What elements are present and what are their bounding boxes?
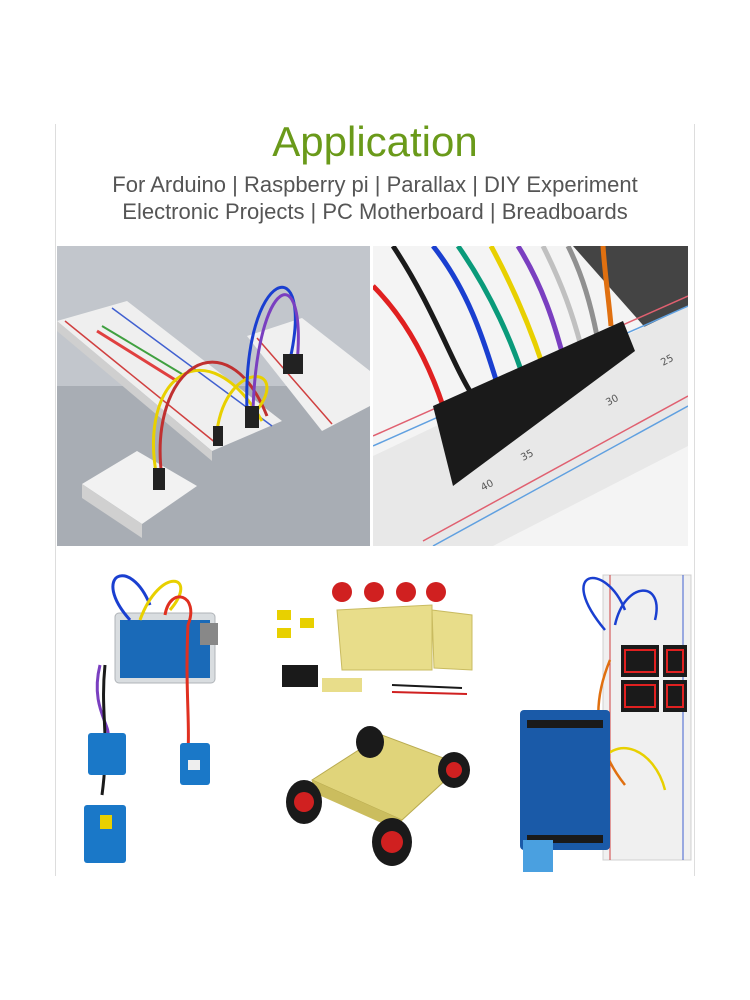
subtitle-line-1: For Arduino | Raspberry pi | Parallax | …	[112, 172, 638, 197]
connectors-illustration: 35 30 25 40	[373, 246, 688, 546]
photo-arduino-sensors	[70, 565, 255, 875]
subtitle-line-2: Electronic Projects | PC Motherboard | B…	[122, 199, 628, 224]
scale-label: 35	[519, 448, 535, 464]
robot-car-illustration	[262, 570, 482, 870]
photo-connectors: 35 30 25 40	[373, 246, 688, 546]
left-border	[55, 124, 56, 876]
photo-robot-car-kit	[262, 570, 482, 870]
scale-label: 40	[479, 478, 495, 494]
arduino-sensors-illustration	[70, 565, 255, 875]
seven-segment-illustration	[515, 570, 693, 875]
scale-label: 30	[604, 393, 620, 409]
section-title: Application	[272, 118, 478, 165]
photo-breadboards	[57, 246, 370, 546]
right-border	[694, 124, 695, 876]
photo-arduino-seven-segment	[515, 570, 693, 875]
scale-label: 25	[659, 353, 675, 369]
breadboards-illustration	[57, 246, 370, 546]
